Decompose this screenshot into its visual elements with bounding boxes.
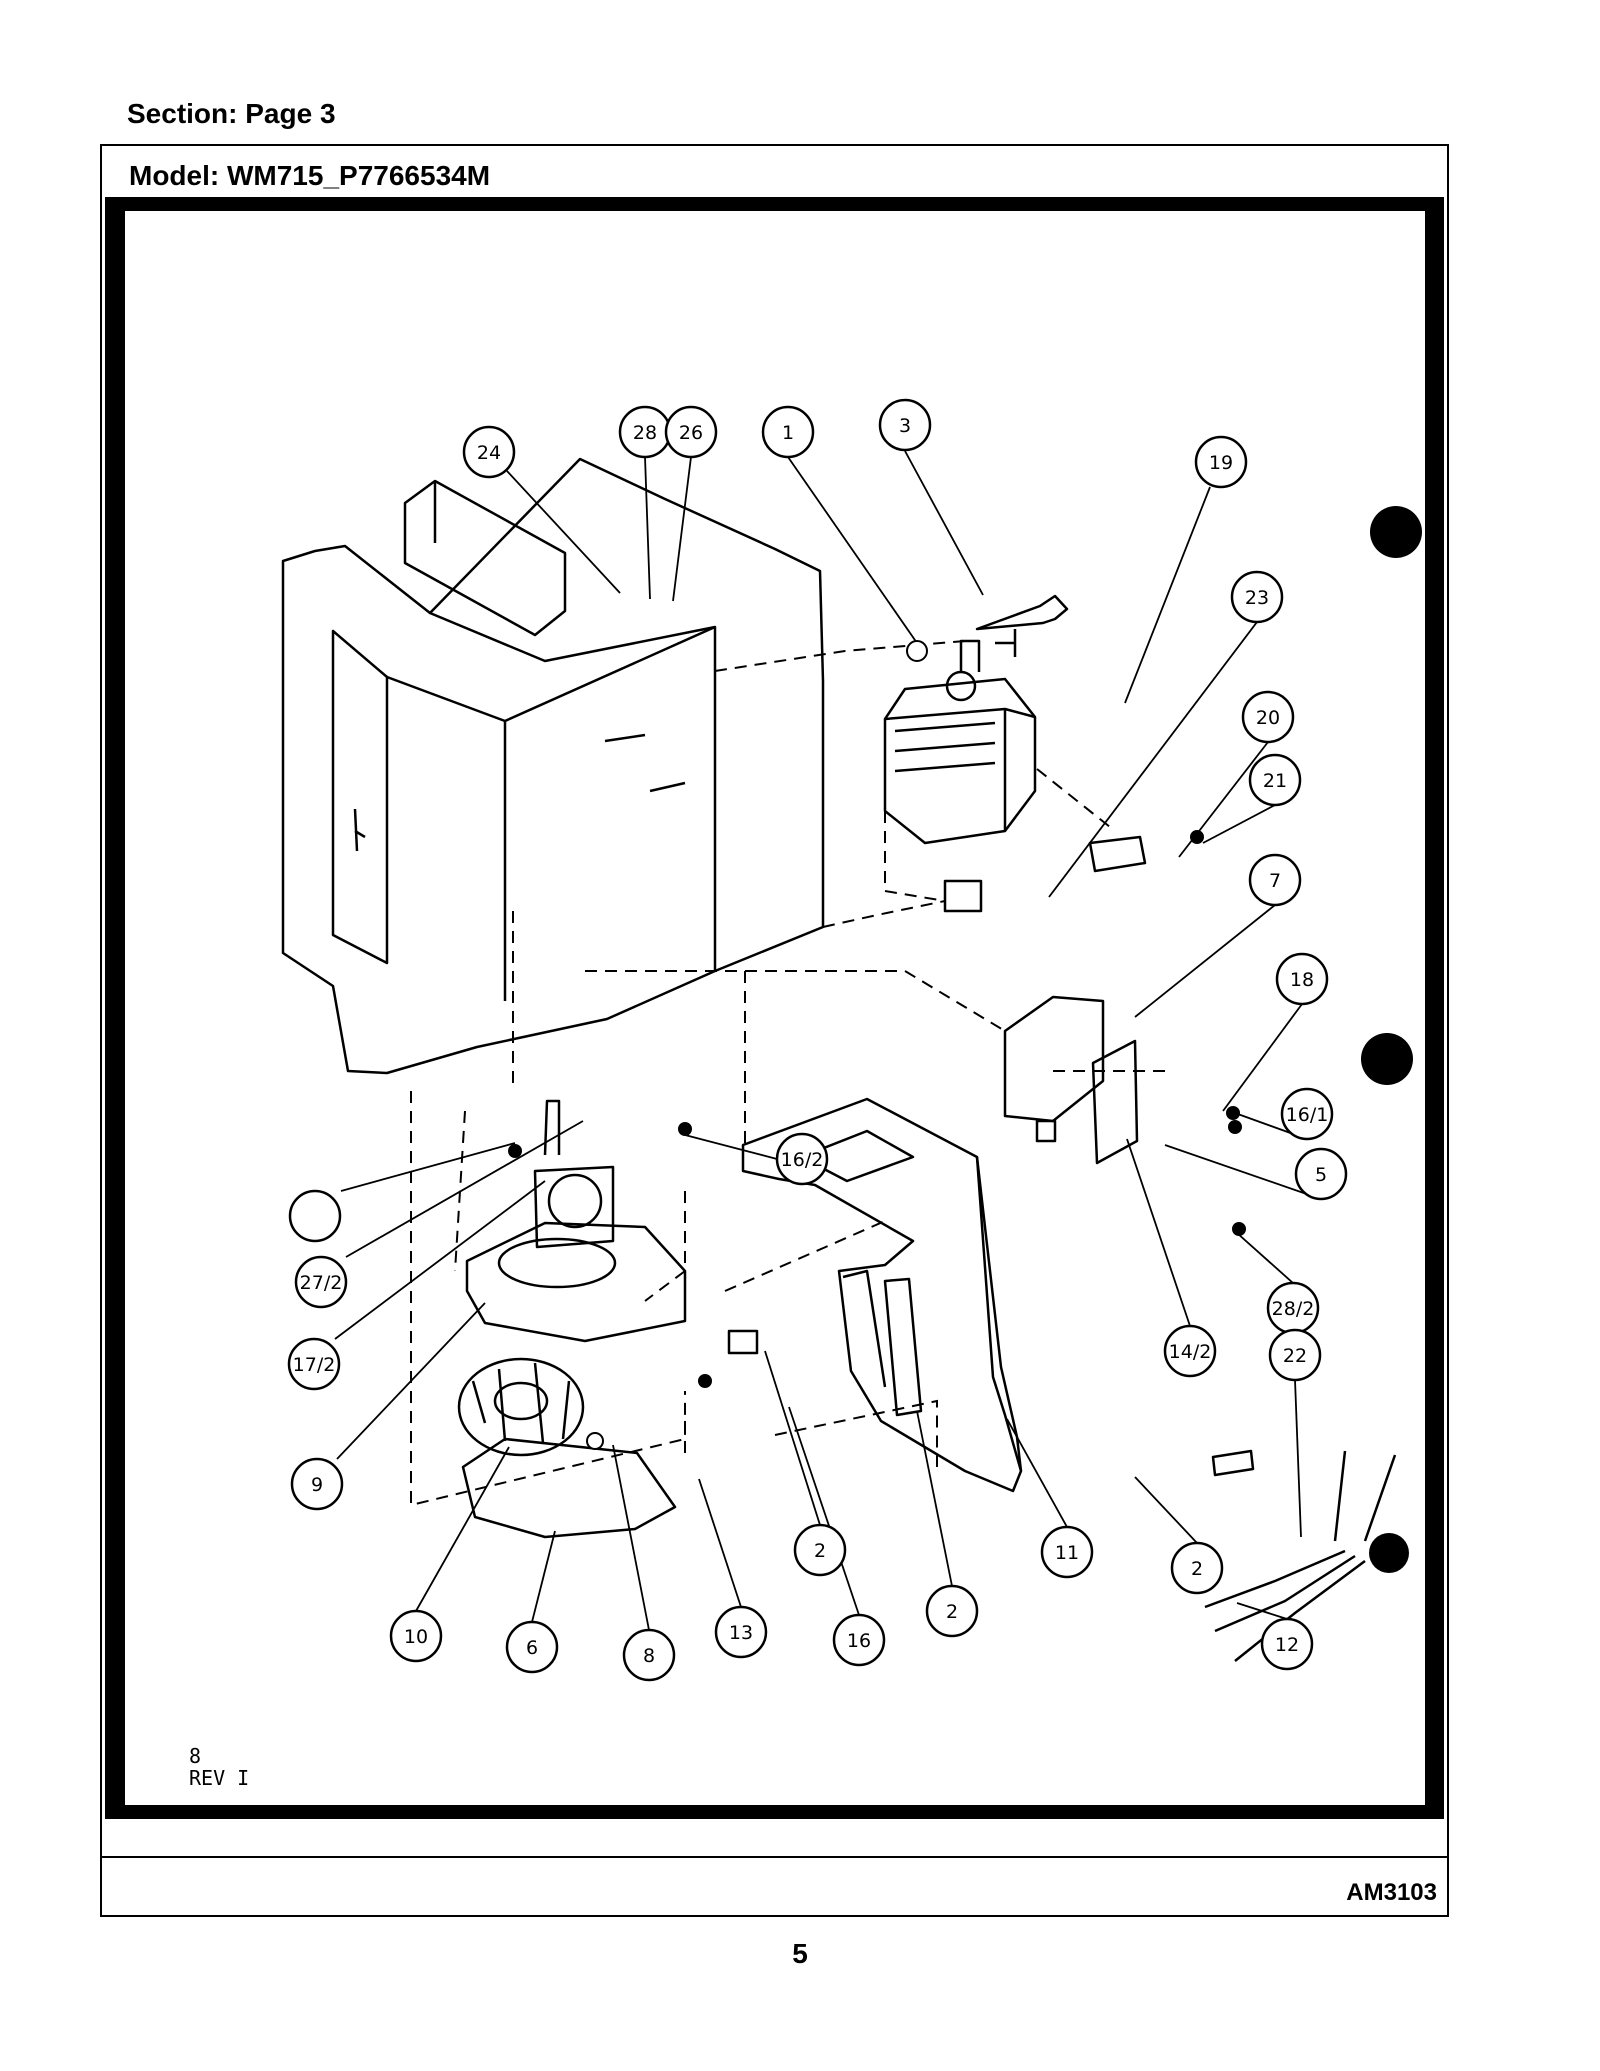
- callout-19: 19: [1209, 452, 1233, 474]
- callout-21: 21: [1263, 770, 1287, 792]
- model-title: Model: WM715_P7766534M: [129, 160, 491, 191]
- base-plate: [461, 1437, 677, 1539]
- magnetron: [883, 677, 1037, 845]
- callout-2-bottom: 2: [946, 1601, 958, 1623]
- revision-note: 8 REV I: [189, 1744, 249, 1790]
- callout-1: 1: [782, 422, 794, 444]
- callout-5: 5: [1315, 1164, 1327, 1186]
- callout-2-center: 2: [814, 1540, 826, 1562]
- diagram-panel: 24 28 26 1 3 19 23 20 21 7 18 16/1 5 28/…: [105, 197, 1444, 1819]
- callout-10: 10: [404, 1626, 428, 1648]
- callout-17-2: 17/2: [293, 1354, 336, 1376]
- callout-28-2: 28/2: [1272, 1298, 1315, 1320]
- callout-13: 13: [729, 1622, 753, 1644]
- callout-7: 7: [1269, 870, 1281, 892]
- callout-12: 12: [1275, 1634, 1299, 1656]
- callout-24: 24: [477, 442, 501, 464]
- blower-housing: [465, 1221, 687, 1343]
- cabinet-chassis: [281, 457, 825, 1075]
- control-board: [1003, 995, 1105, 1123]
- exploded-parts-diagram: 24 28 26 1 3 19 23 20 21 7 18 16/1 5 28/…: [125, 211, 1425, 1805]
- diagram-frame: Model: WM715_P7766534M: [100, 144, 1449, 1917]
- callout-27-2: 27/2: [300, 1272, 343, 1294]
- callout-8: 8: [643, 1645, 655, 1667]
- scan-blotches: [1361, 506, 1422, 1573]
- callout-20: 20: [1256, 707, 1280, 729]
- blower-wheel: [457, 1357, 585, 1457]
- callout-22: 22: [1283, 1345, 1307, 1367]
- callout-2-right: 2: [1191, 1558, 1203, 1580]
- diagram-code: AM3103: [1346, 1879, 1437, 1906]
- callout-18: 18: [1290, 969, 1314, 991]
- wire-harness: [1204, 1450, 1397, 1662]
- callout-16-1: 16/1: [1286, 1104, 1329, 1126]
- callout-14-2: 14/2: [1169, 1341, 1212, 1363]
- callout-group: 24 28 26 1 3 19 23 20 21 7 18 16/1 5 28/…: [287, 398, 1348, 1682]
- callout-16-2: 16/2: [781, 1149, 824, 1171]
- callout-3: 3: [899, 415, 911, 437]
- revision-number: 8: [189, 1744, 201, 1768]
- callout-16: 16: [847, 1630, 871, 1652]
- callout-23: 23: [1245, 587, 1269, 609]
- callout-6: 6: [526, 1637, 538, 1659]
- callout-28: 28: [633, 422, 657, 444]
- page-number: 5: [792, 1938, 808, 1969]
- revision-label: REV I: [189, 1766, 249, 1790]
- callout-11: 11: [1055, 1542, 1079, 1564]
- fan-motor: [533, 1165, 615, 1249]
- callout-9: 9: [311, 1474, 323, 1496]
- section-title: Section: Page 3: [127, 98, 336, 129]
- footer-rule: [102, 1856, 1447, 1858]
- power-cord-connector: [975, 594, 1069, 631]
- callout-26: 26: [679, 422, 703, 444]
